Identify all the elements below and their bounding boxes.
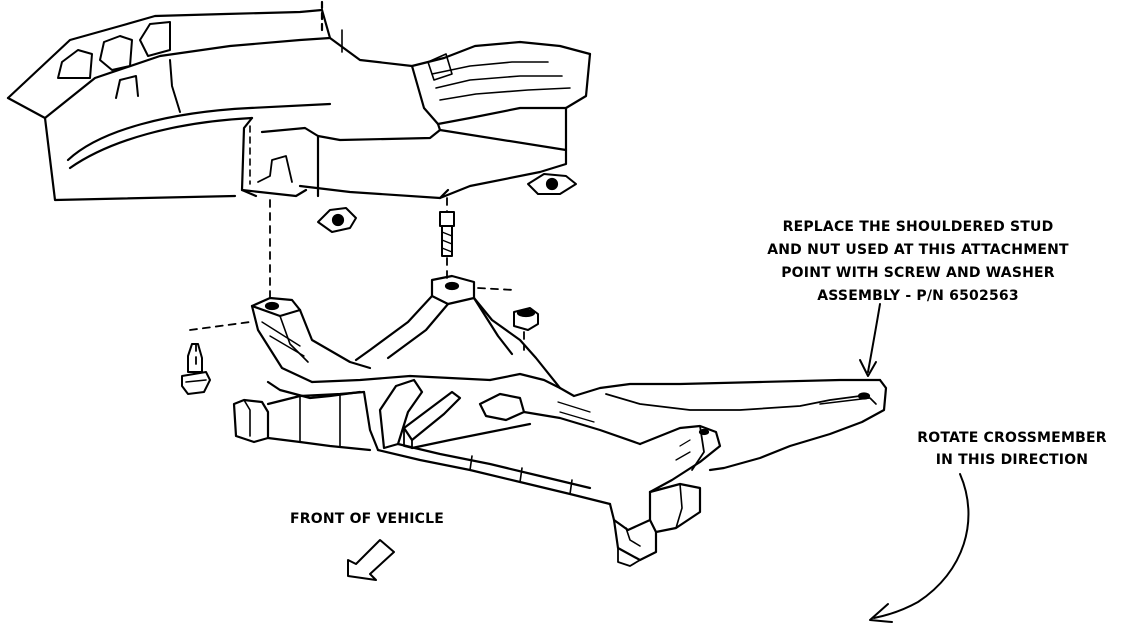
callout-arrow-to-attachment xyxy=(859,303,881,377)
mount-bolt-left xyxy=(181,343,211,395)
vehicle-body-structure xyxy=(6,0,592,233)
replace-note-line-4: ASSEMBLY - P/N 6502563 xyxy=(817,288,1019,304)
front-of-vehicle-label: FRONT OF VEHICLE xyxy=(290,511,445,527)
rotate-note-line-2: IN THIS DIRECTION xyxy=(935,452,1089,468)
body-mount-nut-left xyxy=(317,207,357,233)
rotate-crossmember-note: ROTATE CROSSMEMBER IN THIS DIRECTION xyxy=(892,427,1132,471)
replace-note-line-3: POINT WITH SCREW AND WASHER xyxy=(781,265,1055,281)
front-direction-arrow xyxy=(347,539,395,581)
replace-note-line-2: AND NUT USED AT THIS ATTACHMENT xyxy=(767,242,1069,258)
mount-nut-right xyxy=(513,307,539,331)
replace-note-line-1: REPLACE THE SHOULDERED STUD xyxy=(782,219,1054,235)
rotate-note-line-1: ROTATE CROSSMEMBER xyxy=(917,430,1107,446)
rotate-direction-arrow xyxy=(869,473,970,623)
shouldered-stud xyxy=(439,211,455,257)
body-mount-nut-right xyxy=(527,173,577,195)
replace-stud-note: REPLACE THE SHOULDERED STUD AND NUT USED… xyxy=(728,216,1108,308)
crossmember xyxy=(232,274,888,567)
